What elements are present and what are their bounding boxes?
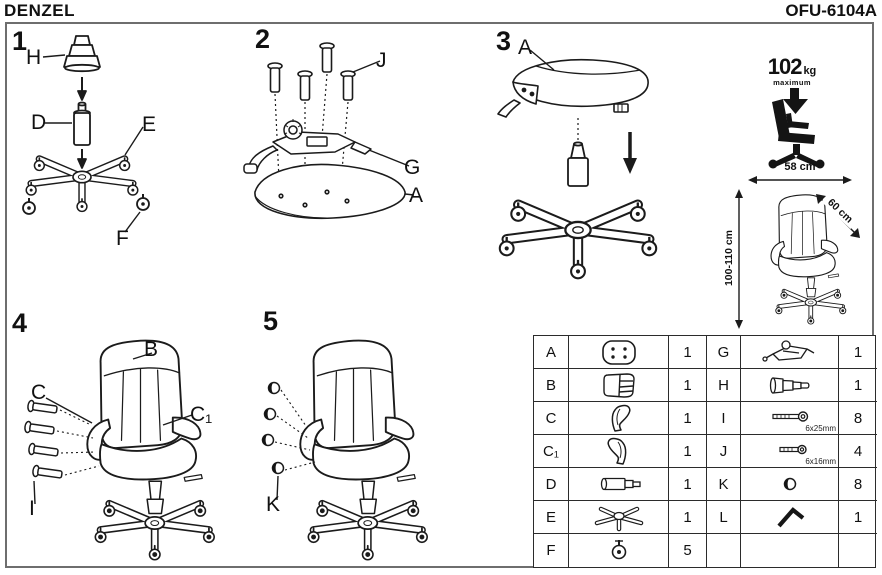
empty-cell [839,534,877,567]
height-arrow [735,189,743,329]
part-qty: 1 [669,435,707,468]
step-1-number: 1 [12,26,28,56]
part-qty: 1 [839,336,877,369]
caster-icon [611,540,626,560]
label-e: E [142,113,157,136]
leader-line [276,475,279,501]
label-g: G [404,156,421,179]
label-k: K [266,493,281,516]
weight-chair-silhouette [768,88,825,169]
border-frame [5,22,874,568]
seat-width-arrow [748,176,852,184]
part-qty: 1 [839,369,877,402]
step-4-diagram [24,328,235,565]
cap-guides [274,389,316,471]
parts-table: A 1 G 1 B 1 H 1 C 1 I 6x25mm 8 C₁ 1 J 6x… [533,335,877,568]
five-star-base-icon [594,506,643,531]
cap-icon [783,477,796,490]
allen-key-icon [776,506,804,527]
label-d: D [31,111,47,134]
part-letter: C [534,402,569,435]
screw-size-label: 6x16mm [805,457,836,466]
height-label: 100-110 cm [723,229,735,287]
part-qty: 1 [669,336,707,369]
armrest-screws [24,399,63,479]
part-letter: A [534,336,569,369]
label-c: C [31,381,47,404]
step-3-number: 3 [496,26,512,56]
step-4-number: 4 [12,308,28,338]
label-j: J [376,49,387,72]
backrest-icon [602,372,635,398]
mechanism-drawing [243,119,372,174]
mechanism-icon [761,339,814,362]
screw-size-label: 6x25mm [805,424,836,433]
brand-title: DENZEL [4,1,75,20]
step-2-number: 2 [255,24,271,54]
seat-width-label: 58 cm [784,161,816,173]
screw-long-icon [771,410,808,422]
part-qty: 5 [669,534,707,567]
part-letter: D [534,468,569,501]
dimension-chair-drawing [735,189,860,329]
part-qty: 4 [839,435,877,468]
step-5-diagram [261,328,443,565]
part-letter: E [534,501,569,534]
step-1-diagram [22,35,150,233]
seat-top-icon [601,339,636,365]
leader-lines [33,352,193,505]
max-weight-unit: kg [803,65,817,77]
seat-pan-drawing [254,163,406,220]
part-qty: 1 [669,501,707,534]
part-letter: C₁ [534,435,569,468]
step-2-diagram [243,42,415,220]
leader-lines [42,54,144,233]
empty-cell [741,534,839,567]
model-number: OFU-6104A [785,1,877,20]
armrest-left-icon [611,404,630,432]
part-qty: 1 [669,369,707,402]
armrest-right-icon [607,437,626,465]
part-qty: 1 [839,501,877,534]
label-c1: C₁ [190,403,213,426]
part-letter: F [534,534,569,567]
leader-lines [352,60,415,196]
empty-cell [707,534,741,567]
part-qty: 8 [839,468,877,501]
gas-lift-icon [600,477,641,490]
part-letter: G [707,336,741,369]
label-a-step3: A [518,36,533,59]
label-b: B [144,338,159,361]
part-letter: J [707,435,741,468]
label-i: I [29,497,35,520]
label-f: F [116,227,129,250]
part-qty: 8 [839,402,877,435]
gas-lift-drawing [567,141,589,187]
screw-guides [56,409,100,476]
seat-assembly-drawing [497,58,649,118]
part-qty: 1 [669,402,707,435]
screw-short-icon [778,444,807,454]
part-letter: H [707,369,741,402]
part-letter: B [534,369,569,402]
max-weight-note: maximum [773,78,811,87]
part-letter: K [707,468,741,501]
part-letter: I [707,402,741,435]
label-h: H [26,46,42,69]
part-letter: L [707,501,741,534]
step-5-number: 5 [263,306,279,336]
max-weight-value: 102 [767,54,803,79]
screw-caps [261,381,285,475]
telescopic-cover-icon [769,376,810,394]
label-a-step2: A [409,184,424,207]
part-qty: 1 [669,468,707,501]
step-3-diagram [478,49,683,292]
leader-line [529,49,555,71]
